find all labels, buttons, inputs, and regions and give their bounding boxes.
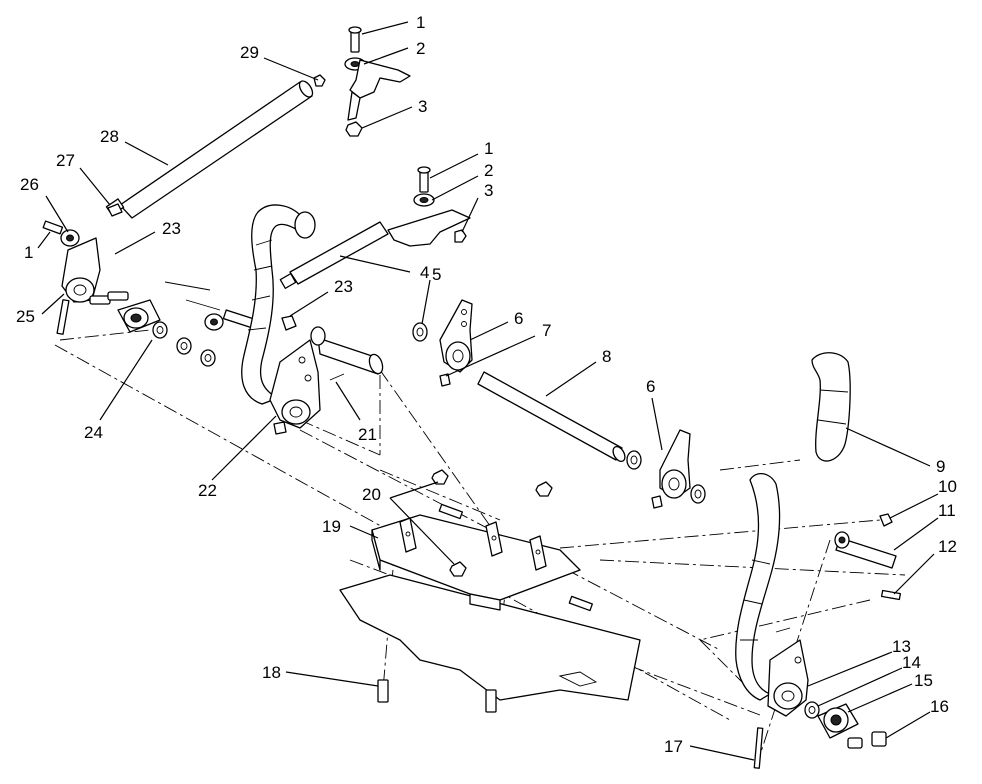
callout-22: 22 — [198, 481, 217, 500]
callout-2-mid: 2 — [484, 161, 493, 180]
callout-21: 21 — [358, 425, 377, 444]
callout-18: 18 — [262, 663, 281, 682]
callout-1-left: 1 — [24, 243, 33, 262]
callout-5: 5 — [432, 265, 441, 284]
callout-29: 29 — [240, 43, 259, 62]
callout-13: 13 — [892, 637, 911, 656]
callout-23-left: 23 — [162, 219, 181, 238]
callout-15: 15 — [914, 671, 933, 690]
left-control-handle — [241, 204, 321, 435]
second-linkage-assembly — [279, 166, 471, 289]
right-bearing-assembly — [753, 701, 887, 769]
callout-4: 4 — [420, 263, 429, 282]
callout-27: 27 — [56, 151, 75, 170]
callout-6-upper: 6 — [514, 309, 523, 328]
callout-7: 7 — [542, 321, 551, 340]
callout-10: 10 — [938, 477, 957, 496]
upper-linkage-assembly — [105, 26, 411, 219]
callout-2-top: 2 — [416, 39, 425, 58]
callout-17: 17 — [664, 737, 683, 756]
callout-labels: 1 2 3 29 28 27 26 1 23 1 2 3 4 5 23 25 6… — [16, 13, 957, 756]
callout-1-top: 1 — [416, 13, 425, 32]
callout-23-mid: 23 — [334, 277, 353, 296]
right-control-handle — [735, 352, 851, 717]
callout-20: 20 — [362, 485, 381, 504]
callout-26: 26 — [20, 175, 39, 194]
callout-19: 19 — [322, 517, 341, 536]
cross-shaft-assembly — [412, 299, 706, 509]
callout-14: 14 — [902, 653, 921, 672]
callout-3-mid: 3 — [484, 181, 493, 200]
damper-assembly — [281, 315, 384, 381]
callout-24: 24 — [84, 423, 103, 442]
callout-6-lower: 6 — [646, 377, 655, 396]
callout-25: 25 — [16, 307, 35, 326]
callout-3-top: 3 — [418, 97, 427, 116]
mounting-plate-assembly — [339, 469, 641, 713]
left-lever-assembly — [42, 203, 265, 367]
callout-1-mid: 1 — [484, 139, 493, 158]
callout-28: 28 — [100, 127, 119, 146]
callout-8: 8 — [602, 347, 611, 366]
callout-11: 11 — [938, 501, 956, 520]
leader-lines — [37, 21, 939, 761]
callout-9: 9 — [936, 457, 945, 476]
callout-12: 12 — [938, 537, 957, 556]
callout-16: 16 — [930, 697, 949, 716]
right-damper-assembly — [834, 513, 902, 601]
